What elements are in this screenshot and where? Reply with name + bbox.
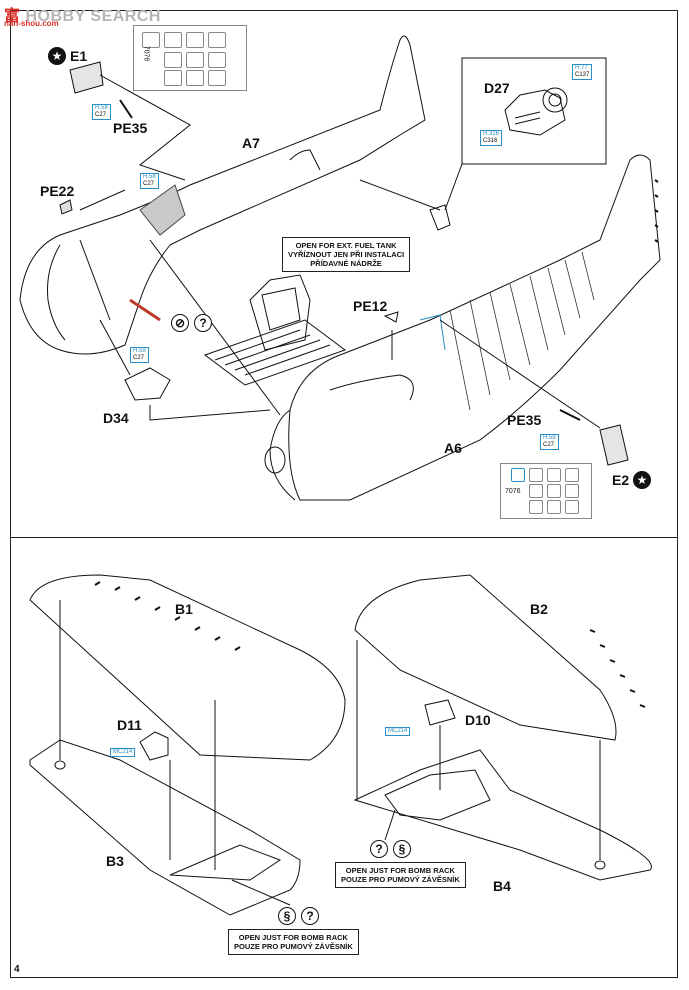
drill-symbol-left-icon: § bbox=[278, 907, 296, 925]
d27-part-drawing bbox=[504, 87, 568, 136]
fuselage-center-leader bbox=[149, 239, 281, 416]
drill-symbol-right-icon: § bbox=[393, 840, 411, 858]
pe12-part-drawing bbox=[383, 311, 399, 323]
wing-b2-drawing bbox=[354, 574, 646, 741]
query-symbol-icon: ? bbox=[194, 314, 212, 332]
pe35-bottom-part bbox=[559, 409, 581, 421]
d34-leader-line bbox=[99, 319, 271, 421]
bomb-rack-note-right: OPEN JUST FOR BOMB RACK POUZE PRO PUMOVÝ… bbox=[335, 862, 466, 888]
star-marker-e1: ★ bbox=[48, 47, 66, 65]
d11-part bbox=[139, 731, 169, 761]
canopy-mask-sheet-bottom: 7076 bbox=[500, 463, 592, 519]
fuselage-half-a7-drawing bbox=[19, 35, 426, 355]
bomb-note-right-leader bbox=[384, 809, 396, 841]
d34-part-drawing bbox=[124, 367, 171, 401]
mask-text-top: 7076 bbox=[142, 45, 150, 62]
label-a7: A7 bbox=[242, 135, 260, 151]
wing-b4-drawing bbox=[353, 699, 652, 881]
label-a6: A6 bbox=[444, 440, 462, 456]
e1-leader-line bbox=[99, 74, 191, 181]
e2-part-drawing bbox=[599, 424, 629, 466]
cockpit-assembly-drawing bbox=[203, 274, 347, 386]
label-pe35-bottom: PE35 bbox=[507, 412, 542, 428]
label-b3: B3 bbox=[106, 853, 124, 869]
mask-text-bottom: 7076 bbox=[505, 488, 521, 495]
bomb-note-left-leader bbox=[231, 879, 291, 906]
fuel-tank-note: OPEN FOR EXT. FUEL TANK VYŘÍZNOUT JEN PŘ… bbox=[282, 237, 411, 272]
watermark-url: nan-shou.com bbox=[4, 19, 59, 28]
label-d27: D27 bbox=[484, 80, 510, 96]
pe22-leader-line bbox=[79, 189, 126, 211]
pe22-part-drawing bbox=[59, 199, 73, 215]
watermark-logo: 富 HOBBY SEARCH bbox=[4, 8, 161, 25]
d27-small-part bbox=[429, 204, 451, 231]
label-b1: B1 bbox=[175, 601, 193, 617]
d27-leader-line bbox=[444, 163, 463, 211]
wing-b3-drawing bbox=[29, 731, 301, 916]
query-symbol-right-icon: ? bbox=[370, 840, 388, 858]
pe35-top-part bbox=[119, 99, 133, 119]
bomb-rack-note-left: OPEN JUST FOR BOMB RACK POUZE PRO PUMOVÝ… bbox=[228, 929, 359, 955]
label-b4: B4 bbox=[493, 878, 511, 894]
wing-b1-drawing bbox=[29, 574, 346, 761]
paint-ref-d11: MC214 bbox=[110, 748, 136, 757]
star-marker-e2: ★ bbox=[633, 471, 651, 489]
canopy-mask-sheet-top: 7076 bbox=[133, 25, 247, 91]
label-d11: D11 bbox=[117, 717, 142, 733]
label-e2: E2 bbox=[612, 472, 630, 488]
label-e1: E1 bbox=[70, 48, 88, 64]
label-pe35-top: PE35 bbox=[113, 120, 148, 136]
label-d10: D10 bbox=[465, 712, 491, 728]
section-divider bbox=[10, 537, 678, 538]
label-pe22: PE22 bbox=[40, 183, 75, 199]
label-b2: B2 bbox=[530, 601, 548, 617]
query-symbol-left-icon: ? bbox=[301, 907, 319, 925]
d27-inset-frame bbox=[461, 57, 607, 165]
label-d34: D34 bbox=[103, 410, 129, 426]
e1-part-drawing bbox=[69, 61, 104, 94]
fuselage-join-line bbox=[359, 179, 441, 211]
page-number: 4 bbox=[14, 964, 20, 975]
page-frame bbox=[10, 10, 678, 978]
d10-part bbox=[424, 699, 456, 726]
fuselage-half-a6-drawing bbox=[264, 154, 661, 501]
paint-ref-d10: MC214 bbox=[385, 727, 411, 736]
label-pe12: PE12 bbox=[353, 298, 388, 314]
cut-symbol-icon: ⊘ bbox=[171, 314, 189, 332]
e2-leader-line bbox=[439, 319, 601, 429]
